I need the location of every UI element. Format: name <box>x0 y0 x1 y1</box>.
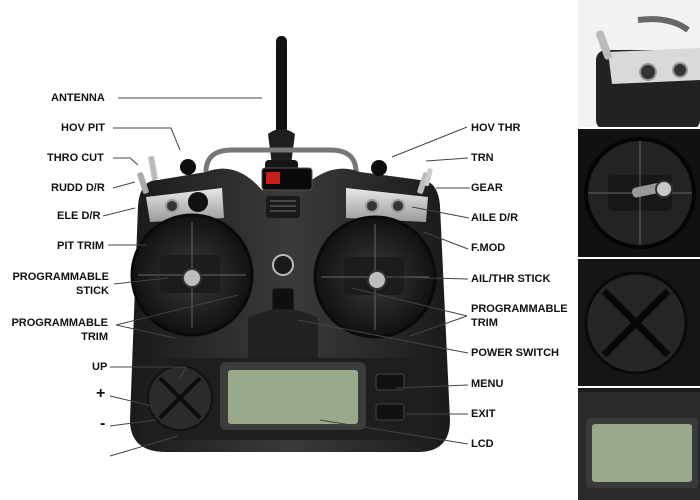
leader-bottom <box>109 435 179 457</box>
label-trn: TRN <box>471 152 494 164</box>
carry-handle <box>203 147 359 173</box>
label-power-switch: POWER SWITCH <box>471 347 559 359</box>
leader-hov-thr <box>391 126 468 158</box>
leader-fmod <box>423 231 469 250</box>
leader-plus <box>109 395 153 407</box>
exit-button[interactable] <box>375 403 405 421</box>
detail-panel-dpad <box>578 259 700 386</box>
lcd-screen <box>228 370 358 424</box>
leader-trn <box>425 157 469 162</box>
leader-lines <box>102 97 470 457</box>
label-pit-trim: PIT TRIM <box>57 240 105 252</box>
leader-hov-pit <box>113 127 181 151</box>
leader-prog-stick <box>113 277 169 285</box>
label-programmable-stick: PROGRAMMABLE STICK <box>12 271 109 297</box>
label-exit: EXIT <box>471 408 496 420</box>
label-lcd: LCD <box>471 438 494 450</box>
label-ail-thr-stick: AIL/THR STICK <box>471 273 551 285</box>
leader-prog-trim-left-a <box>115 294 239 326</box>
label-minus: - <box>100 415 106 432</box>
label-hov-pit: HOV PIT <box>61 122 106 134</box>
label-aile-dr: AILE D/R <box>471 212 519 224</box>
right-switch-plate <box>346 188 428 222</box>
leader-prog-trim-right-a <box>351 287 468 317</box>
label-thro-cut: THRO CUT <box>47 152 104 164</box>
label-menu: MENU <box>471 378 504 390</box>
label-up: UP <box>92 361 108 373</box>
hov-thr-knob[interactable] <box>371 160 387 176</box>
label-fmod: F.MOD <box>471 242 506 254</box>
leader-rudd-dr <box>112 181 136 189</box>
center-column <box>248 309 318 358</box>
leader-thro-cut <box>113 157 139 166</box>
ele-dr-switch[interactable] <box>165 199 179 213</box>
center-emblem <box>272 254 294 276</box>
leader-up <box>110 366 187 379</box>
label-ele-dr: ELE D/R <box>57 210 101 222</box>
fmod-switch[interactable] <box>391 199 405 213</box>
leader-prog-trim-right-b <box>409 315 468 337</box>
label-plus: + <box>96 385 106 402</box>
leader-lcd <box>319 419 469 445</box>
label-hov-thr: HOV THR <box>471 122 521 134</box>
detail-panel-gimbal <box>578 129 700 257</box>
leader-prog-trim-left-b <box>115 324 176 339</box>
hov-pit-knob[interactable] <box>180 159 196 175</box>
leader-ele-dr <box>102 207 136 217</box>
leader-power-switch <box>297 319 469 354</box>
leader-menu <box>395 384 469 389</box>
left-dial[interactable] <box>188 192 208 212</box>
label-rudd-dr: RUDD D/R <box>51 182 105 194</box>
antenna <box>265 36 298 174</box>
trn-switch[interactable] <box>424 168 433 187</box>
ail-thr-stick[interactable] <box>367 270 387 290</box>
label-gear: GEAR <box>471 182 503 194</box>
speaker-grille <box>266 196 300 218</box>
leader-minus <box>109 419 157 427</box>
label-programmable-trim-left: PROGRAMMABLE TRIM <box>11 317 108 343</box>
aile-dr-switch[interactable] <box>365 199 379 213</box>
detail-panel-lcd <box>578 388 700 500</box>
thro-cut-switch[interactable] <box>148 155 158 181</box>
leader-ail-thr-stick <box>391 276 469 280</box>
label-antenna: ANTENNA <box>51 92 105 104</box>
detail-panel-top-switches <box>578 0 700 127</box>
rudd-dr-switch[interactable] <box>137 172 150 195</box>
menu-button[interactable] <box>375 373 405 391</box>
brand-logo-mark <box>266 172 280 184</box>
programmable-stick[interactable] <box>182 268 202 288</box>
leader-aile-dr <box>411 206 470 219</box>
label-programmable-trim-right: PROGRAMMABLE TRIM <box>471 303 568 329</box>
d-pad[interactable] <box>147 365 213 431</box>
